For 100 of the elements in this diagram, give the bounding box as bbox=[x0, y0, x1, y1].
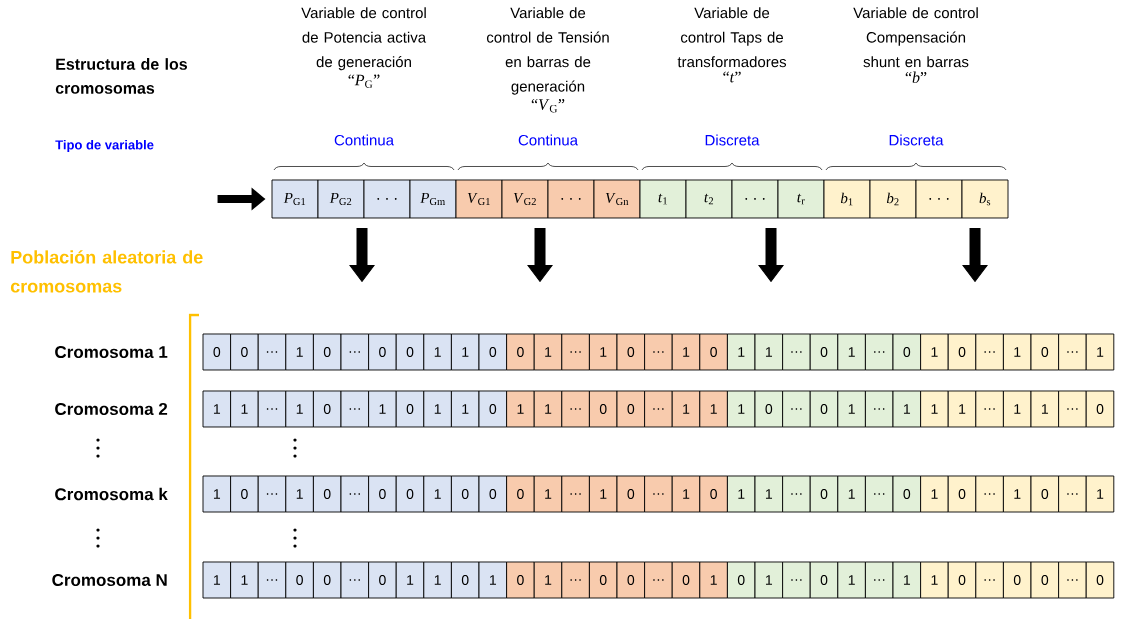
gene-cell: … bbox=[340, 390, 370, 428]
variable-type: Continua bbox=[518, 134, 578, 146]
gene-cell: 0 bbox=[1030, 333, 1060, 371]
gene-cell: 1 bbox=[837, 390, 866, 428]
gene-cell: 0 bbox=[947, 561, 977, 599]
gene-cell: 1 bbox=[533, 475, 563, 513]
gene-cell: 1 bbox=[1030, 390, 1060, 428]
gene-cell: 0 bbox=[588, 561, 618, 599]
gene-cell: 0 bbox=[395, 475, 425, 513]
row-label: Cromosoma k bbox=[55, 487, 168, 501]
variable-cell: t$_{r}$ bbox=[777, 179, 825, 219]
gene-cell: … bbox=[561, 390, 590, 428]
gene-cell: 0 bbox=[892, 333, 922, 371]
variable-cell: P$_{Gm}$ bbox=[409, 179, 457, 219]
gene-cell: 1 bbox=[533, 390, 563, 428]
gene-cell: 1 bbox=[395, 561, 425, 599]
arrow bbox=[962, 227, 988, 282]
gene-cell: … bbox=[561, 475, 590, 513]
gene-cell: 0 bbox=[809, 561, 839, 599]
gene-cell: 1 bbox=[533, 561, 563, 599]
gene-cell: … bbox=[782, 333, 811, 371]
gene-cell: … bbox=[257, 390, 287, 428]
gene-cell: 1 bbox=[699, 561, 728, 599]
gene-cell: … bbox=[975, 561, 1004, 599]
gene-cell: 1 bbox=[892, 561, 922, 599]
gene-cell: 1 bbox=[202, 561, 232, 599]
gene-cell: 1 bbox=[837, 561, 866, 599]
gene-cell: 1 bbox=[423, 333, 452, 371]
gene-cell: 1 bbox=[230, 561, 259, 599]
gene-cell: … bbox=[257, 475, 287, 513]
variable-type: Continua bbox=[334, 134, 394, 146]
gene-cell: … bbox=[340, 561, 370, 599]
row-label: Cromosoma 1 bbox=[55, 346, 168, 358]
section-heading: Estructura de los cromosomas bbox=[55, 58, 187, 94]
gene-cell: … bbox=[864, 475, 894, 513]
variable-symbol: “b” bbox=[905, 71, 927, 83]
gene-cell: 1 bbox=[202, 390, 232, 428]
gene-cell: 0 bbox=[1002, 561, 1032, 599]
gene-cell: 1 bbox=[754, 333, 784, 371]
gene-cell: 0 bbox=[892, 475, 922, 513]
gene-cell: … bbox=[644, 561, 673, 599]
gene-cell: 1 bbox=[920, 475, 949, 513]
gene-cell: 0 bbox=[478, 333, 508, 371]
gene-cell: 1 bbox=[285, 333, 314, 371]
gene-cell: 0 bbox=[616, 561, 646, 599]
gene-cell: 1 bbox=[1002, 333, 1032, 371]
gene-cell: 0 bbox=[312, 390, 342, 428]
gene-cell: … bbox=[864, 561, 894, 599]
arrow bbox=[349, 227, 375, 282]
gene-cell: … bbox=[340, 333, 370, 371]
gene-cell: 1 bbox=[1002, 475, 1032, 513]
gene-cell: 0 bbox=[368, 333, 397, 371]
variable-description: Variable de control de Tensión en barras de generación bbox=[486, 7, 609, 95]
section-heading: Tipo de variable bbox=[55, 139, 154, 153]
variable-type: Discreta bbox=[705, 134, 760, 146]
gene-cell: 1 bbox=[368, 390, 397, 428]
gene-cell: … bbox=[1058, 390, 1087, 428]
gene-cell: 1 bbox=[754, 475, 784, 513]
gene-cell: 0 bbox=[395, 333, 425, 371]
gene-cell: 1 bbox=[920, 561, 949, 599]
gene-cell: 0 bbox=[1085, 561, 1115, 599]
gene-cell: 1 bbox=[533, 333, 563, 371]
variable-cell: P$_{G1}$ bbox=[271, 179, 319, 219]
gene-cell: 1 bbox=[450, 390, 480, 428]
gene-cell: 0 bbox=[312, 333, 342, 371]
gene-cell: … bbox=[644, 333, 673, 371]
gene-cell: 1 bbox=[671, 475, 701, 513]
gene-cell: 1 bbox=[1085, 333, 1115, 371]
gene-cell: … bbox=[864, 333, 894, 371]
variable-cell: b$_{s}$ bbox=[961, 179, 1009, 219]
variable-cell: . . . bbox=[547, 179, 595, 219]
variable-cell: b$_{2}$ bbox=[869, 179, 917, 219]
gene-cell: 0 bbox=[1030, 475, 1060, 513]
gene-cell: 1 bbox=[423, 390, 452, 428]
variable-cell: t$_{2}$ bbox=[685, 179, 733, 219]
gene-cell: 1 bbox=[671, 390, 701, 428]
gene-cell: 0 bbox=[671, 561, 701, 599]
gene-cell: … bbox=[561, 561, 590, 599]
gene-cell: … bbox=[340, 475, 370, 513]
gene-cell: 0 bbox=[368, 475, 397, 513]
gene-cell: 0 bbox=[368, 561, 397, 599]
gene-cell: 1 bbox=[754, 561, 784, 599]
gene-cell: … bbox=[561, 333, 590, 371]
gene-cell: 1 bbox=[423, 561, 452, 599]
gene-cell: 1 bbox=[892, 390, 922, 428]
gene-cell: … bbox=[864, 390, 894, 428]
gene-cell: 1 bbox=[285, 390, 314, 428]
gene-cell: 1 bbox=[947, 390, 977, 428]
gene-cell: 0 bbox=[285, 561, 314, 599]
gene-cell: 1 bbox=[671, 333, 701, 371]
variable-symbol: “V$_{G}$” bbox=[531, 99, 565, 113]
gene-cell: 0 bbox=[312, 475, 342, 513]
gene-cell: 0 bbox=[754, 390, 784, 428]
gene-cell: 0 bbox=[726, 561, 756, 599]
gene-cell: 0 bbox=[1085, 390, 1115, 428]
gene-cell: 0 bbox=[450, 475, 480, 513]
gene-cell: 1 bbox=[1002, 390, 1032, 428]
gene-cell: … bbox=[257, 333, 287, 371]
variable-cell: b$_{1}$ bbox=[823, 179, 871, 219]
gene-cell: 0 bbox=[506, 475, 535, 513]
